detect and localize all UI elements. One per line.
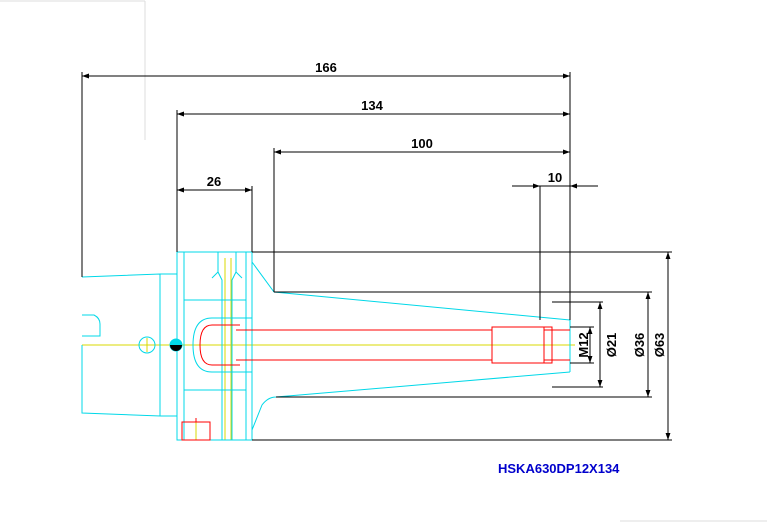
dim-thread-label: M12 (576, 332, 591, 357)
vertical-dimension-lines (587, 252, 671, 440)
dim-bore-label: Ø21 (604, 333, 619, 358)
internal-features (181, 324, 570, 441)
dim-tip-diameter-label: Ø36 (632, 333, 647, 358)
dim-tip-length: 10 (548, 170, 562, 185)
center-line (82, 258, 575, 440)
dim-flange-diameter-label: Ø63 (652, 333, 667, 358)
horizontal-dimension-lines (82, 73, 598, 193)
dim-collar-width: 26 (207, 174, 221, 189)
dim-overall-length: 166 (315, 60, 337, 75)
part-number-label: HSKA630DP12X134 (498, 461, 620, 476)
ball-marker (169, 338, 183, 352)
dim-body-length: 134 (361, 98, 383, 113)
holder-outline (81, 251, 571, 441)
dim-taper-length: 100 (411, 136, 433, 151)
extension-lines (81, 72, 672, 441)
